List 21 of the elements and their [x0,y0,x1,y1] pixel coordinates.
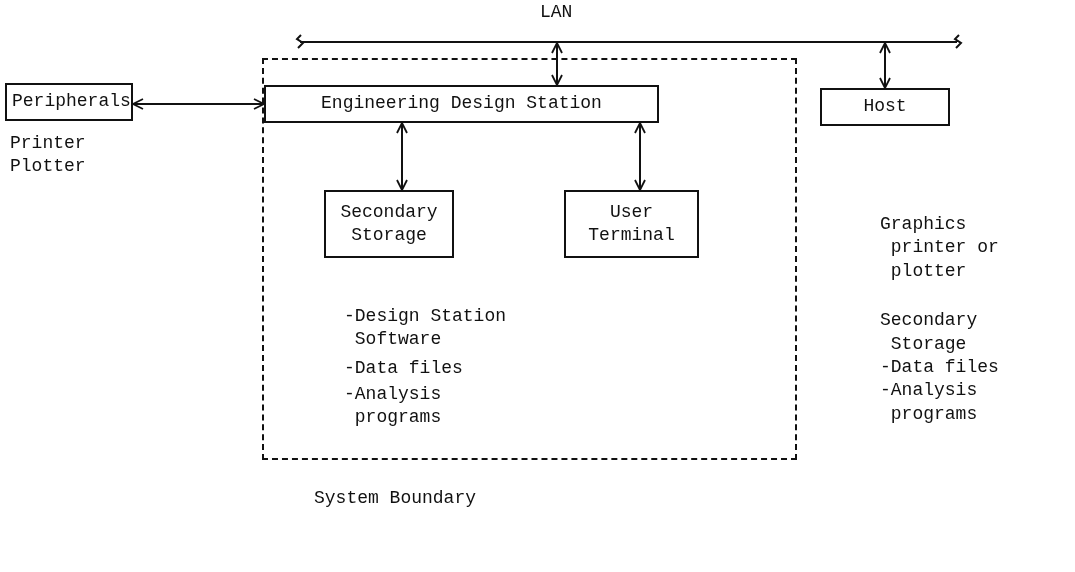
process-box: Host [820,88,950,126]
arrow [396,122,408,191]
network-label: LAN [540,2,573,22]
note-text: Secondary Storage [880,309,979,356]
process-box: Engineering Design Station [264,85,659,123]
process-box: Peripherals [5,83,133,121]
arrow [634,122,646,191]
note-text: Printer [10,132,87,155]
list-item-text: -Data files [344,357,464,380]
list-item-text: -Design Station Software [344,305,508,352]
note-text: Graphics printer or plotter [880,213,999,283]
arrow [132,98,265,110]
note-text: Plotter [10,155,87,179]
arrow [551,42,563,86]
note-text: -Data files [880,355,999,379]
process-box: Secondary Storage [324,190,454,258]
arrow [879,42,891,89]
note-text: -Analysis programs [880,379,979,426]
list-item-text: -Analysis programs [344,383,443,430]
boundary-label: System Boundary [314,488,477,508]
process-box: User Terminal [564,190,699,258]
